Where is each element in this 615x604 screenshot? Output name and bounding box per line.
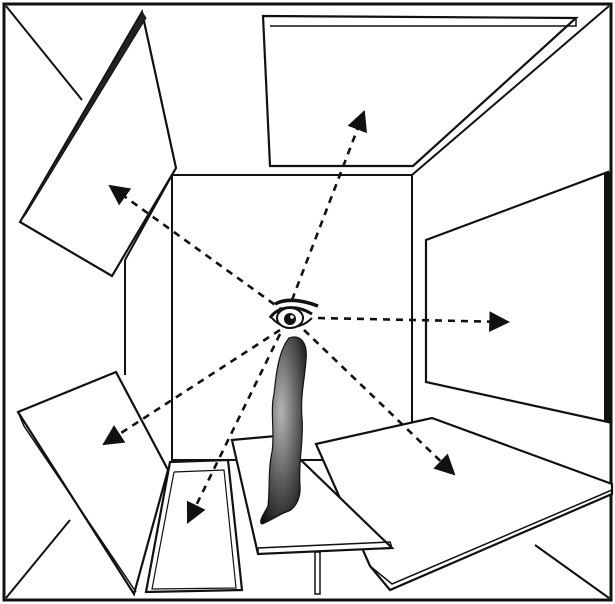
table-leg — [315, 552, 320, 594]
